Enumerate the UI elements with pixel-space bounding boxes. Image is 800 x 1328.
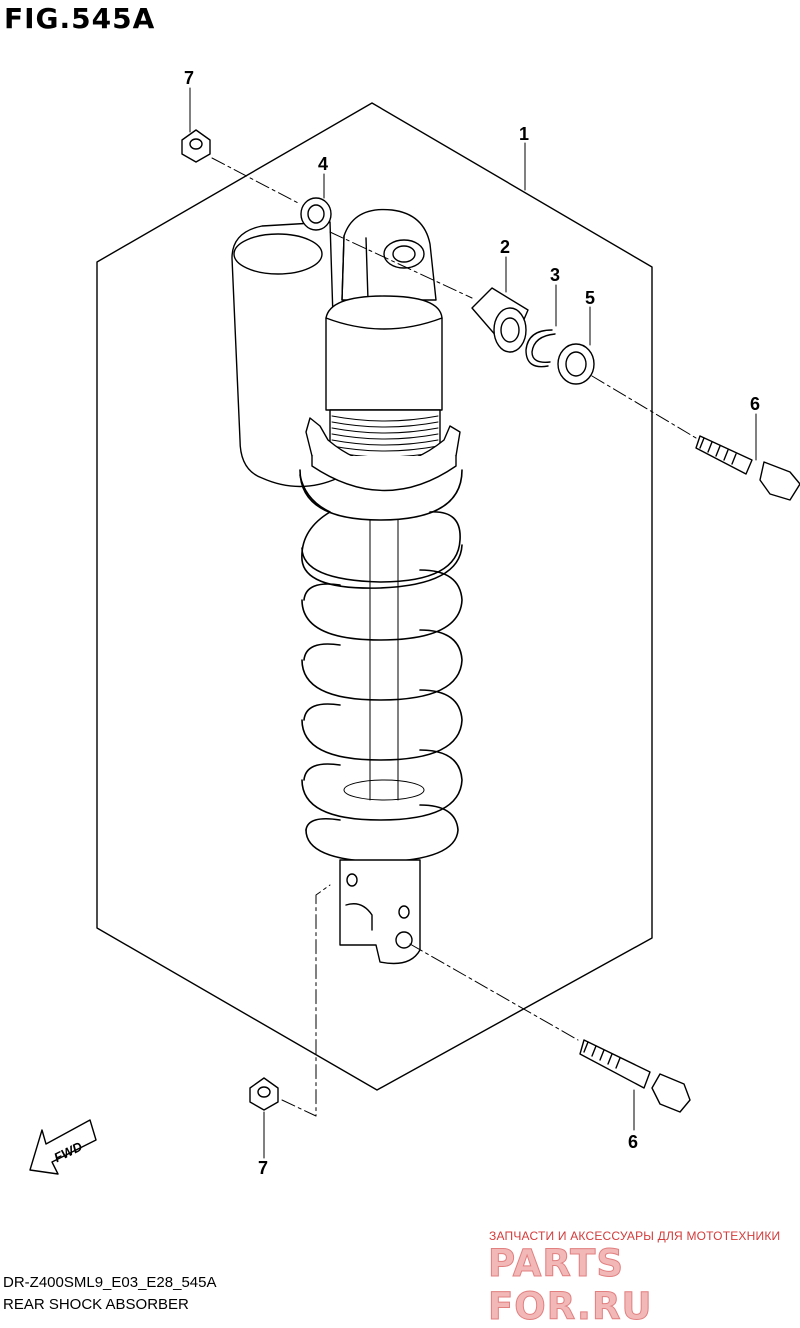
watermark-logo: PARTS FOR.RU bbox=[488, 1242, 653, 1328]
figure-title: FIG.545A bbox=[4, 2, 156, 35]
assembly-boundary bbox=[96, 102, 653, 1091]
lower-mount-clevis bbox=[339, 859, 421, 965]
callout-1: 1 bbox=[519, 124, 529, 144]
callout-2: 2 bbox=[500, 237, 510, 257]
callout-3: 3 bbox=[550, 265, 560, 285]
part-5-washer bbox=[557, 343, 595, 385]
callout-6-lower: 6 bbox=[628, 1132, 638, 1152]
fwd-direction-arrow: FWD bbox=[29, 1119, 97, 1175]
damper-shaft bbox=[343, 519, 425, 801]
coil-spring bbox=[299, 469, 463, 863]
leader-lines bbox=[189, 87, 757, 1159]
part-3-snap-ring bbox=[525, 329, 556, 368]
part-6-bolt-upper bbox=[695, 435, 800, 501]
spring-seat-collar bbox=[305, 417, 461, 492]
callout-4: 4 bbox=[318, 154, 328, 174]
diagram-code: DR-Z400SML9_E03_E28_545A bbox=[3, 1274, 217, 1291]
part-4-washer bbox=[300, 197, 332, 231]
watermark-tagline: ЗАПЧАСТИ И АКСЕССУАРЫ ДЛЯ МОТОТЕХНИКИ bbox=[489, 1229, 781, 1243]
upper-mount-clevis bbox=[341, 208, 437, 301]
diagram-name: REAR SHOCK ABSORBER bbox=[3, 1296, 189, 1313]
shock-body bbox=[325, 295, 443, 461]
assembly-centerlines bbox=[211, 157, 697, 1117]
callout-5: 5 bbox=[585, 288, 595, 308]
callout-7-upper: 7 bbox=[184, 68, 194, 88]
callout-7-lower: 7 bbox=[258, 1158, 268, 1178]
part-2-bushing bbox=[471, 287, 529, 353]
callout-6-upper: 6 bbox=[750, 394, 760, 414]
part-6-bolt-lower bbox=[579, 1039, 691, 1113]
part-7-nut-lower bbox=[249, 1077, 279, 1111]
part-7-nut-upper bbox=[181, 129, 211, 163]
